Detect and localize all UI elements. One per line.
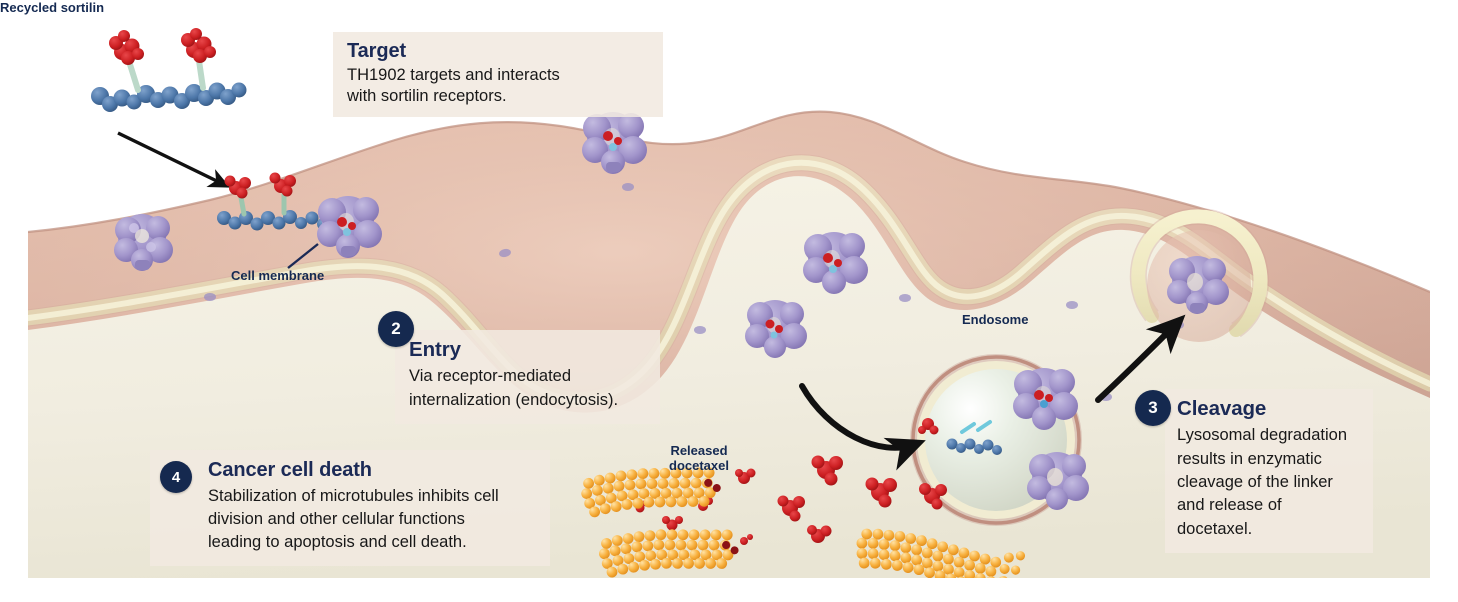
microtubule bbox=[581, 467, 721, 518]
th1902-conjugate-bound bbox=[217, 172, 340, 231]
free-docetaxel-field bbox=[635, 455, 947, 545]
sortilin-receptor bbox=[1013, 368, 1078, 430]
docetaxel-molecule bbox=[865, 477, 897, 508]
microtubule bbox=[856, 528, 1026, 578]
panel-entry-title: Entry bbox=[409, 338, 461, 361]
docetaxel-molecule bbox=[919, 483, 947, 510]
step-badge-2: 2 bbox=[378, 311, 414, 347]
docetaxel-molecule bbox=[662, 516, 683, 531]
sortilin-receptor bbox=[582, 112, 647, 174]
sortilin-receptor bbox=[803, 232, 868, 294]
panel-target-title: Target bbox=[347, 40, 407, 62]
docetaxel-molecule bbox=[811, 455, 843, 486]
step-badge-4: 4 bbox=[160, 461, 192, 493]
peptide-backbone bbox=[91, 82, 247, 112]
panel-cleavage-title: Cleavage bbox=[1177, 397, 1267, 420]
panel-cleavage: Cleavage Lysosomal degradation results i… bbox=[1165, 389, 1373, 554]
label-cell-membrane: Cell membrane bbox=[231, 268, 325, 283]
released-docetaxel-in-endosome bbox=[918, 418, 939, 435]
panel-target-body: TH1902 targets and interacts with sortil… bbox=[347, 65, 560, 105]
docetaxel-molecule bbox=[777, 495, 805, 522]
cell-outer-surface-line bbox=[28, 110, 1430, 294]
microtubule bbox=[598, 529, 739, 578]
panel-death-body: Stabilization of microtubules inhibits c… bbox=[208, 486, 499, 551]
sortilin-recycling-arrow bbox=[1095, 314, 1186, 403]
th1902-conjugate-free bbox=[91, 28, 247, 112]
panel-cleavage-body: Lysosomal degradation results in enzymat… bbox=[1177, 426, 1347, 538]
cleaved-conjugate-in-endosome bbox=[946, 420, 1002, 455]
label-endosome: Endosome bbox=[962, 312, 1029, 327]
panel-entry: Entry Via receptor-mediated internalizat… bbox=[395, 330, 660, 425]
docetaxel-molecule bbox=[740, 534, 753, 545]
panel-target: Target TH1902 targets and interacts with… bbox=[333, 32, 663, 117]
sortilin-receptor bbox=[1167, 256, 1229, 314]
sortilin-receptor bbox=[114, 214, 173, 271]
sortilin-receptor bbox=[317, 196, 382, 258]
panel-death-title: Cancer cell death bbox=[208, 459, 372, 481]
sortilin-receptor bbox=[745, 300, 807, 358]
label-recycled-sortilin: Recycled sortilin bbox=[0, 0, 105, 15]
label-released-docetaxel: Released docetaxel bbox=[669, 443, 729, 474]
binding-arrow bbox=[117, 131, 231, 188]
step-badge-3: 3 bbox=[1135, 390, 1171, 426]
panel-cancer-cell-death: Cancer cell death Stabilization of micro… bbox=[150, 450, 550, 566]
docetaxel-molecule bbox=[735, 468, 756, 484]
panel-entry-body: Via receptor-mediated internalization (e… bbox=[409, 367, 619, 409]
endosome-transport-arrow bbox=[799, 383, 926, 471]
docetaxel-cluster-2 bbox=[181, 28, 216, 63]
docetaxel-cluster-1 bbox=[109, 30, 144, 65]
docetaxel-molecule bbox=[807, 525, 832, 543]
sortilin-receptor bbox=[1027, 452, 1089, 510]
cell-membrane-leader-line bbox=[287, 243, 319, 269]
